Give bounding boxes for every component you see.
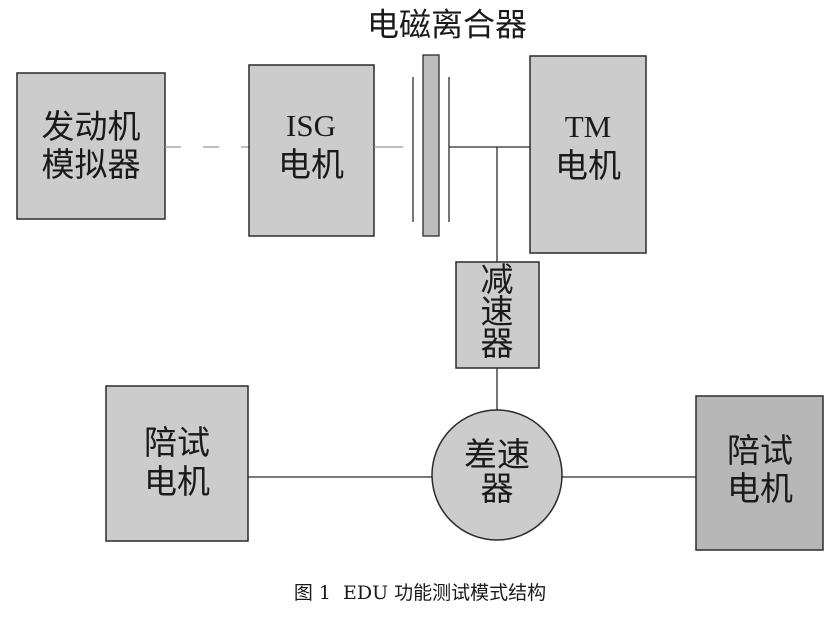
right-dyno-line2: 电机 [727, 469, 793, 508]
engine-simulator-line1: 发动机 [42, 107, 141, 146]
clutch-title: 电磁离合器 [367, 6, 527, 44]
reducer-line2: 速 [481, 292, 514, 331]
differential-block: 差速 器 [431, 409, 563, 541]
differential-circle [431, 409, 563, 541]
clutch-disc [422, 54, 440, 237]
left-dyno-line1: 陪试 [144, 423, 210, 462]
left-dyno-line2: 电机 [144, 462, 210, 501]
tm-motor-block: TM 电机 [529, 55, 647, 254]
reducer-line1: 减 [481, 260, 514, 299]
electromagnetic-clutch [412, 54, 450, 237]
reducer-block: 减 速 器 [455, 260, 540, 369]
tm-motor-box [529, 55, 647, 254]
differential-line2: 器 [481, 469, 514, 508]
tm-motor-line1: TM [565, 109, 612, 144]
tm-motor-line2: 电机 [555, 146, 621, 185]
isg-motor-line1: ISG [286, 108, 336, 143]
left-dyno-block: 陪试 电机 [105, 385, 249, 542]
engine-simulator-block: 发动机 模拟器 [16, 72, 166, 220]
isg-motor-line2: 电机 [278, 145, 344, 184]
isg-motor-block: ISG 电机 [248, 64, 375, 237]
differential-line1: 差速 [464, 435, 530, 474]
engine-simulator-line2: 模拟器 [42, 145, 141, 184]
engine-simulator-box [16, 72, 166, 220]
reducer-line3: 器 [481, 324, 514, 363]
right-dyno-line1: 陪试 [727, 431, 793, 470]
isg-motor-box [248, 64, 375, 237]
left-dyno-box [105, 385, 249, 542]
right-dyno-box [695, 395, 824, 551]
right-dyno-block: 陪试 电机 [695, 395, 824, 551]
figure-caption: 图 1 EDU 功能测试模式结构 [294, 582, 546, 604]
